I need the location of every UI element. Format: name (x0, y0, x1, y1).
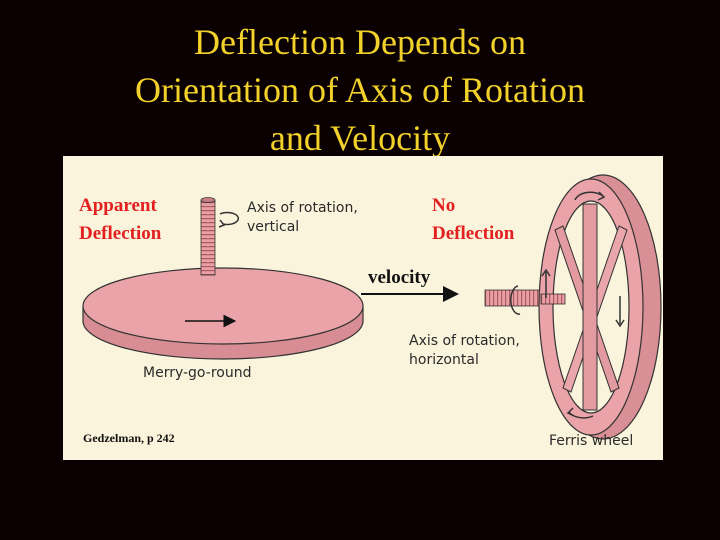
no-deflection-line-2: Deflection (432, 223, 515, 244)
horizontal-axis-caption: Axis of rotation, horizontal (409, 332, 520, 370)
vertical-axis-caption: Axis of rotation, vertical (247, 199, 358, 237)
no-deflection-line-1: No (432, 195, 456, 216)
ferris-wheel-caption: Ferris wheel (549, 433, 634, 449)
merry-go-round-caption: Merry-go-round (143, 365, 252, 381)
horizontal-axis-caption-line-1: Axis of rotation, (409, 333, 520, 349)
horizontal-axle (484, 289, 542, 307)
vertical-axis-caption-line-2: vertical (247, 219, 300, 235)
vertical-axis-caption-line-1: Axis of rotation, (247, 200, 358, 216)
title-line-1: Deflection Depends on (194, 22, 526, 62)
apparent-deflection-line-1: Apparent (79, 195, 157, 216)
rotation-arrow-icon (219, 211, 240, 226)
velocity-label: velocity (368, 267, 431, 288)
illustration-panel: Apparent Deflection Axis of rotation, ve… (63, 156, 663, 460)
vertical-axle (200, 199, 216, 276)
merry-go-round (82, 197, 364, 360)
illustration-svg (82, 174, 662, 440)
apparent-deflection-line-2: Deflection (79, 223, 162, 244)
apparent-deflection-label: Apparent Deflection (79, 192, 161, 248)
axle-rotation-arrow-icon (510, 285, 521, 315)
horizontal-axis-caption-line-2: horizontal (409, 352, 479, 368)
title-line-2: Orientation of Axis of Rotation (135, 70, 585, 110)
ferris-wheel (484, 174, 662, 440)
no-deflection-label: No Deflection (432, 192, 514, 248)
title-line-3: and Velocity (269, 118, 451, 158)
wheel-top-arrow-icon (574, 191, 604, 201)
slide-title: Deflection Depends on Orientation of Axi… (0, 18, 720, 162)
source-credit: Gedzelman, p 242 (83, 431, 175, 445)
